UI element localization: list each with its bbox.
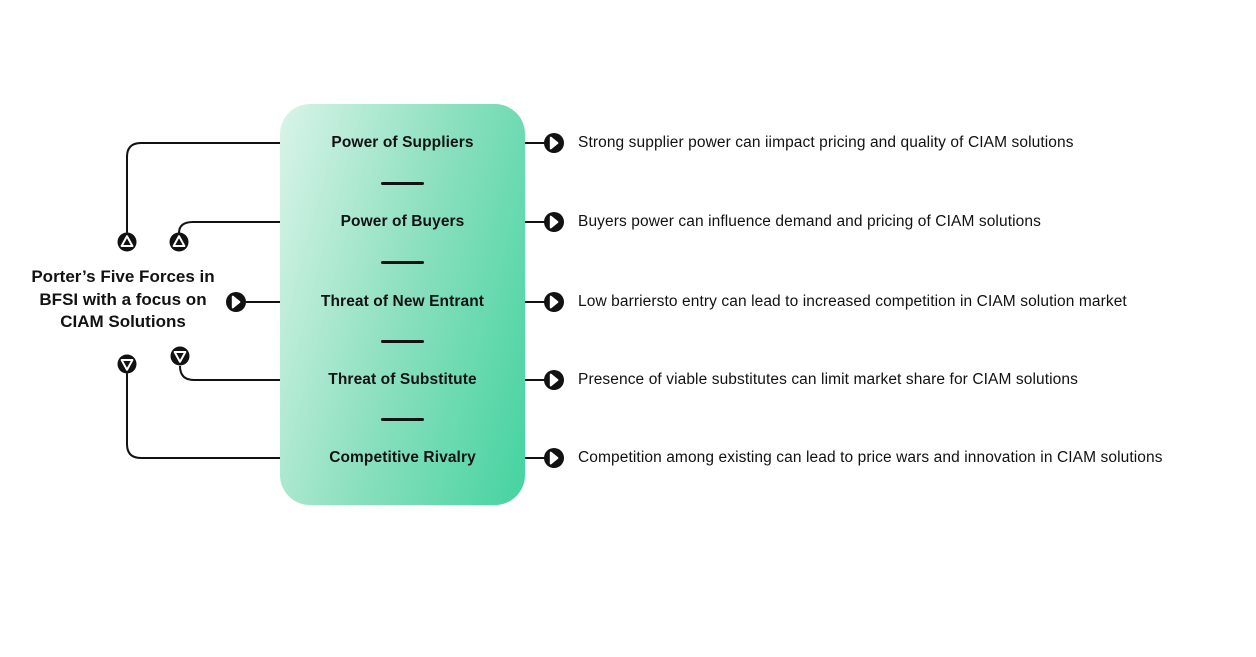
circle-play-icon [544,212,564,232]
circle-play-icon [544,370,564,390]
circle-play-icon [226,292,246,312]
forces-panel: Power of Suppliers Power of Buyers Threa… [280,104,525,505]
connector-line-buyers [178,221,294,234]
force-description-new-entrant: Low barriersto entry can lead to increas… [578,293,1127,310]
force-description-suppliers: Strong supplier power can iimpact pricin… [578,134,1074,151]
diagram-title-line: BFSI with a focus on [39,289,207,309]
force-description-substitute: Presence of viable substitutes can limit… [578,371,1078,388]
diagram-title: Porter’s Five Forces in BFSI with a focu… [18,266,228,334]
circle-up-arrow-icon [169,232,189,252]
divider [381,418,424,421]
circle-play-icon [544,448,564,468]
connector-line-rivalry [126,373,294,459]
connector-line-suppliers [126,142,294,233]
circle-down-arrow-icon [117,354,137,374]
force-label-rivalry: Competitive Rivalry [329,449,476,466]
force-description-rivalry: Competition among existing can lead to p… [578,449,1163,466]
force-label-substitute: Threat of Substitute [328,371,477,388]
circle-play-icon [544,292,564,312]
circle-up-arrow-icon [117,232,137,252]
force-description-buyers: Buyers power can influence demand and pr… [578,213,1041,230]
connector-line-substitute [179,365,294,381]
diagram-title-line: Porter’s Five Forces in [31,267,215,286]
divider [381,182,424,185]
force-label-buyers: Power of Buyers [340,213,465,230]
circle-play-icon [544,133,564,153]
divider [381,340,424,343]
divider [381,261,424,264]
force-label-suppliers: Power of Suppliers [331,134,474,151]
diagram-title-line: CIAM Solutions [60,312,186,331]
force-label-new-entrant: Threat of New Entrant [320,293,485,310]
circle-down-arrow-icon [170,346,190,366]
